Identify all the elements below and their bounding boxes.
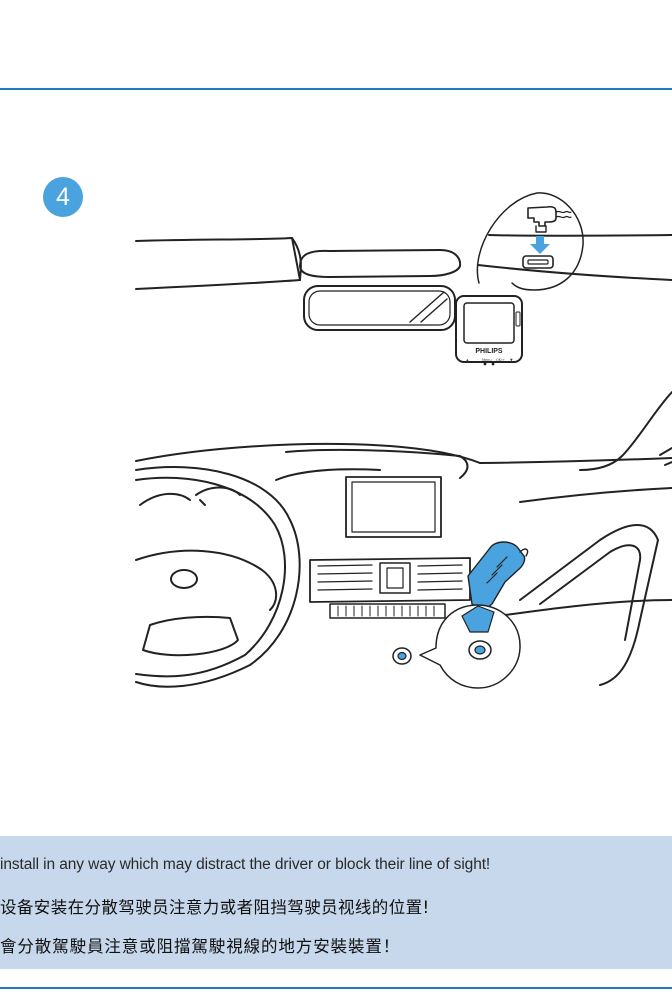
- warning-text-english: install in any way which may distract th…: [0, 856, 490, 874]
- usb-plug-icon: [528, 207, 571, 232]
- infotainment-screen: [346, 477, 441, 537]
- air-vents: [310, 558, 470, 618]
- warning-text-simplified-chinese: 设备安装在分散驾驶员注意力或者阻挡驾驶员视线的位置!: [0, 894, 430, 918]
- usb-connection-callout: [477, 193, 583, 290]
- device-button-down: ▼: [510, 358, 513, 362]
- device-button-up: ▲: [466, 358, 469, 362]
- device-logo: PHILIPS: [475, 348, 503, 355]
- device-button-ok: OK/+: [496, 358, 505, 362]
- bottom-rule: [0, 987, 672, 989]
- mirror-mount: [300, 250, 460, 277]
- warning-panel: install in any way which may distract th…: [0, 836, 672, 969]
- warning-text-traditional-chinese: 會分散駕駛員注意或阻擋駕駛視線的地方安裝裝置！: [0, 933, 400, 957]
- dashcam-device: PHILIPS ▲ Menu OK/+ ▼: [456, 296, 522, 365]
- rearview-mirror: [304, 286, 455, 330]
- steering-wheel: [136, 467, 300, 687]
- down-arrow-icon: [530, 236, 550, 254]
- top-rule: [0, 88, 672, 90]
- installation-illustration: PHILIPS ▲ Menu OK/+ ▼: [0, 180, 672, 700]
- power-socket-icon: [393, 648, 411, 664]
- windshield-top-frame: [136, 235, 672, 289]
- device-button-menu: Menu: [482, 358, 492, 362]
